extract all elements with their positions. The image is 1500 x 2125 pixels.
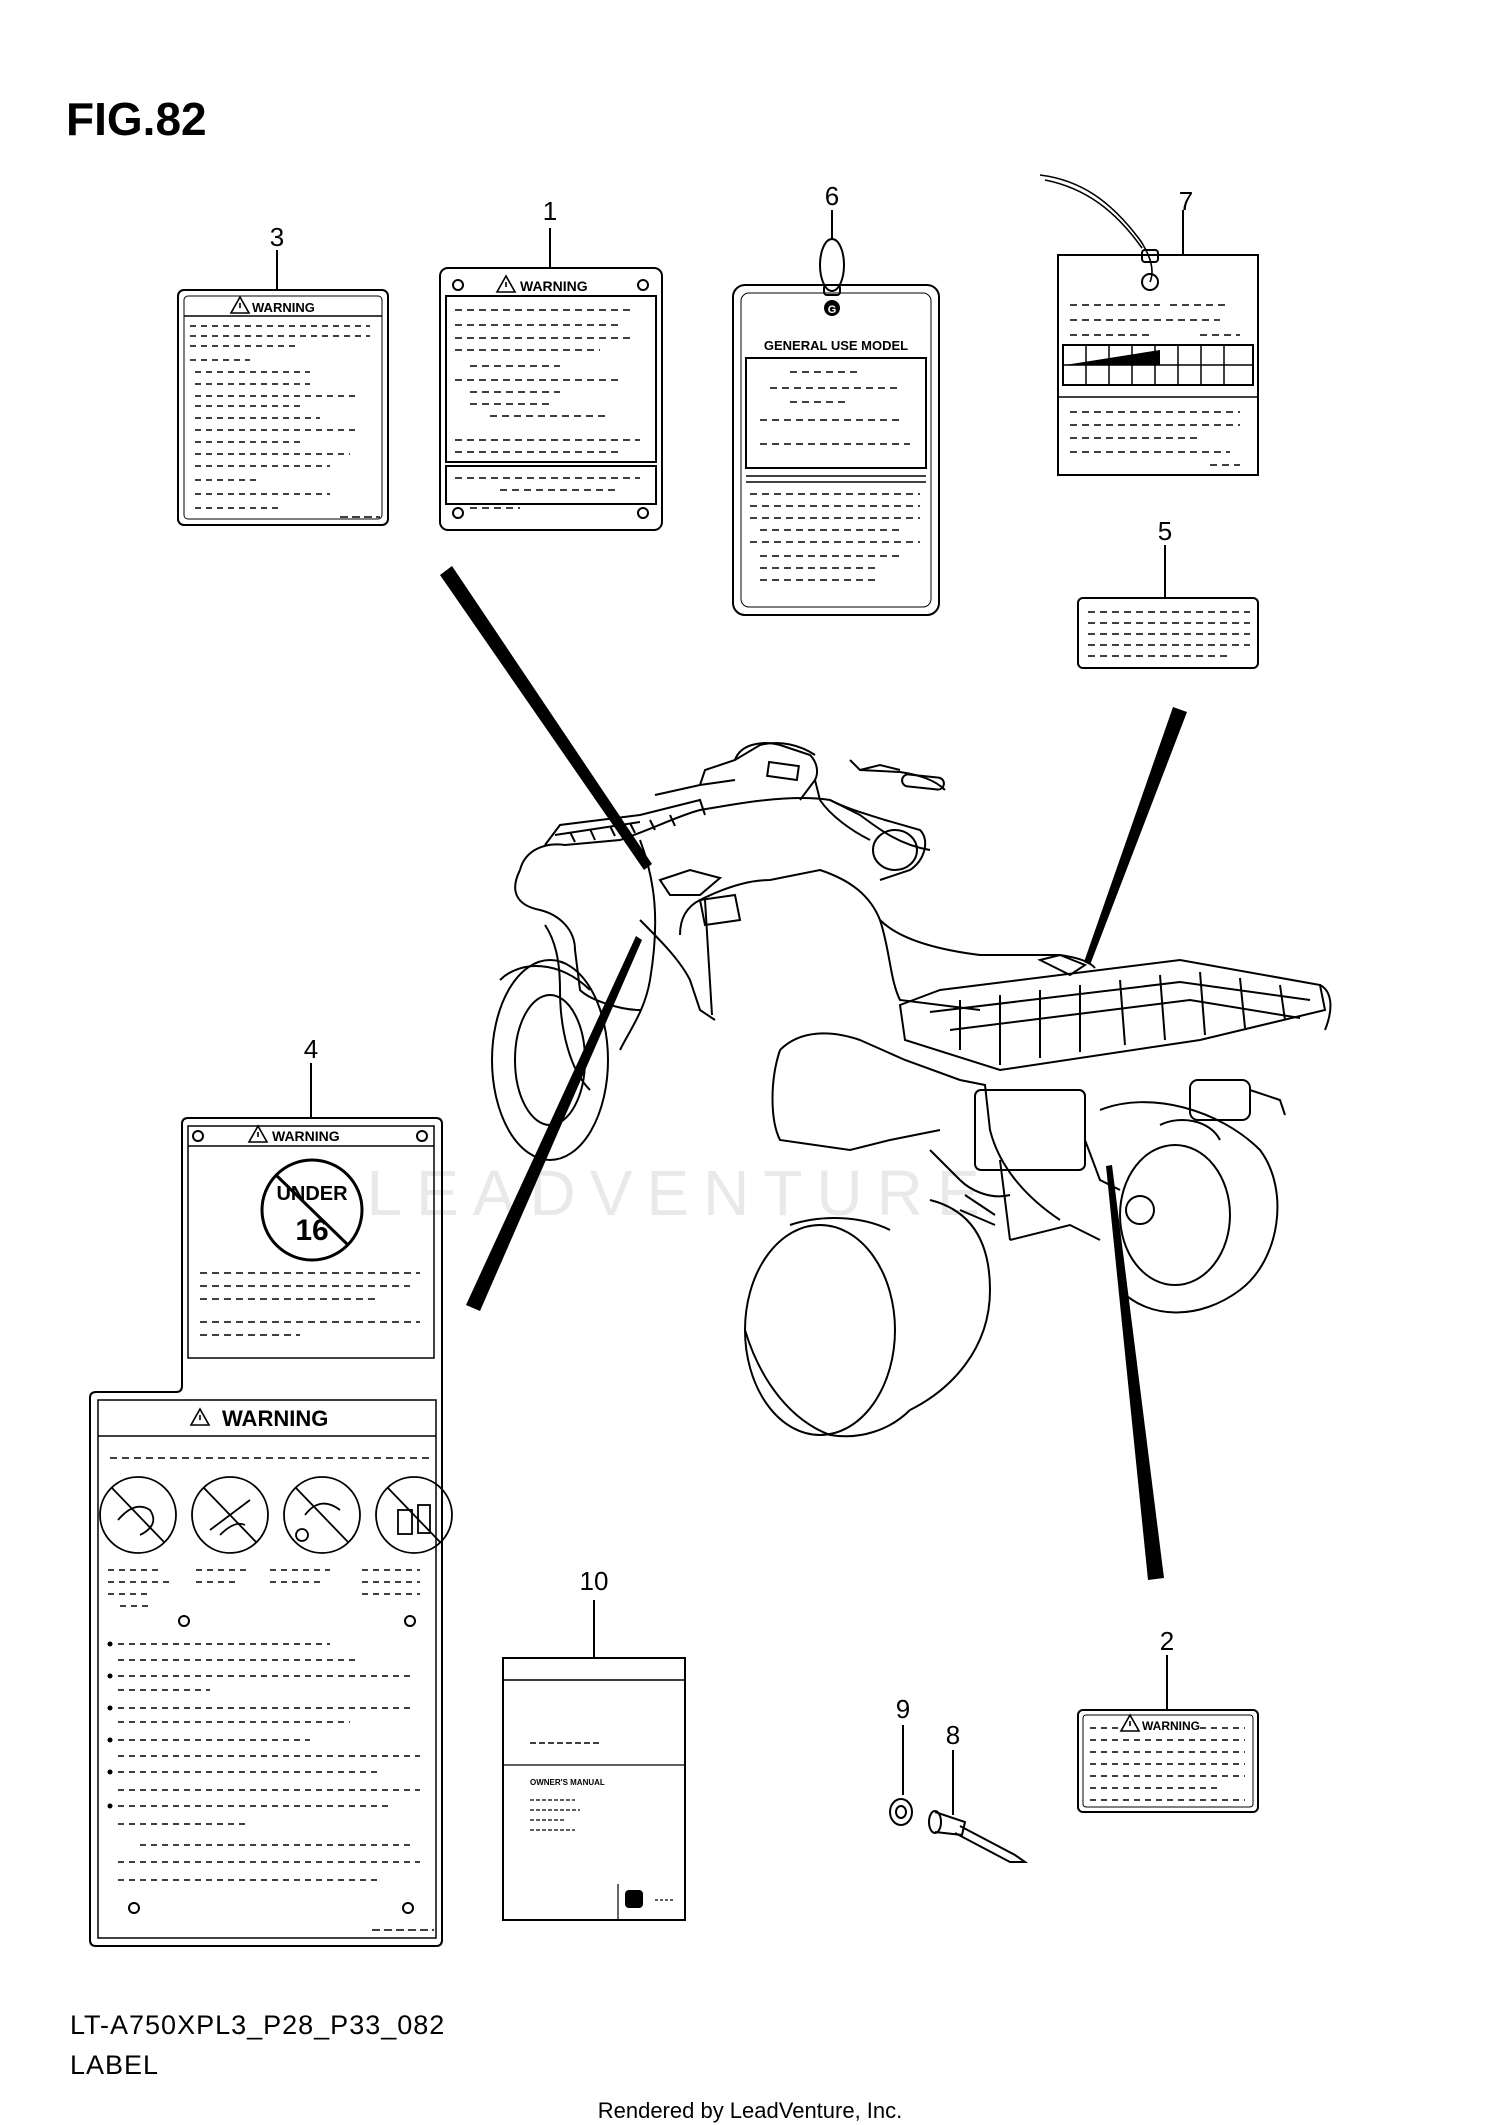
item-10-owners-manual[interactable]: OWNER'S MANUAL: [502, 1657, 686, 1921]
pictogram-no-passenger: [99, 1476, 177, 1554]
callout-3: 3: [270, 222, 284, 252]
g-mark: G: [828, 304, 837, 316]
rendered-by-credit: Rendered by LeadVenture, Inc.: [597, 2098, 903, 2123]
pointer-label-5: [1084, 707, 1187, 965]
atv-illustration: [491, 742, 1332, 1438]
label-4-lower-heading: WARNING: [222, 1406, 328, 1431]
label-1-heading: WARNING: [520, 278, 588, 294]
age-16-text: 16: [295, 1214, 328, 1247]
pointer-label-4: [466, 936, 642, 1311]
callout-9: 9: [896, 1694, 910, 1724]
label-7-hang-tag[interactable]: [1039, 174, 1259, 476]
label-1-warning-sticker[interactable]: WARNING: [439, 267, 663, 531]
pointer-lines: [440, 566, 1187, 1580]
callout-2: 2: [1160, 1626, 1174, 1656]
label-5-sticker[interactable]: [1077, 597, 1259, 669]
label-2-warning-sticker[interactable]: WARNING: [1077, 1709, 1259, 1813]
diagram-code: LT-A750XPL3_P28_P33_082: [70, 2010, 446, 2040]
pointer-label-2: [1106, 1165, 1164, 1580]
diagram-name: LABEL: [70, 2050, 160, 2080]
watermark: LEADVENTURE: [367, 1157, 994, 1229]
owners-manual-title: OWNER'S MANUAL: [530, 1778, 605, 1787]
callout-8: 8: [946, 1720, 960, 1750]
item-9-washer[interactable]: [889, 1798, 913, 1826]
item-8-rivet[interactable]: [928, 1810, 1029, 1863]
warning-icon: [190, 1408, 210, 1426]
warning-icon: [230, 296, 250, 314]
callout-10: 10: [580, 1566, 609, 1596]
label-6-heading: GENERAL USE MODEL: [764, 338, 908, 353]
warning-icon: [496, 275, 516, 293]
label-6-hang-tag[interactable]: G GENERAL USE MODEL: [732, 238, 940, 616]
pictogram-no-stunts: [283, 1476, 361, 1554]
warning-icon: [248, 1125, 268, 1143]
under-text: UNDER: [276, 1183, 348, 1205]
label-2-heading: WARNING: [1142, 1719, 1200, 1733]
callout-1: 1: [543, 196, 557, 226]
pointer-label-1: [440, 566, 652, 870]
label-3-heading: WARNING: [252, 300, 315, 315]
callout-7: 7: [1179, 186, 1193, 216]
pictogram-no-alcohol: [375, 1476, 453, 1554]
pictogram-no-paved-road: [191, 1476, 269, 1554]
suzuki-logo-icon: [625, 1890, 643, 1908]
callout-6: 6: [825, 181, 839, 211]
label-4-upper-heading: WARNING: [272, 1128, 340, 1144]
label-3-warning-sticker[interactable]: WARNING: [177, 289, 389, 526]
callout-5: 5: [1158, 516, 1172, 546]
callout-4: 4: [304, 1034, 318, 1064]
figure-title: FIG.82: [66, 93, 207, 145]
warning-icon: [1120, 1714, 1140, 1732]
label-4-warning-sticker[interactable]: WARNING UNDER 16 WARNING: [89, 1117, 453, 1947]
